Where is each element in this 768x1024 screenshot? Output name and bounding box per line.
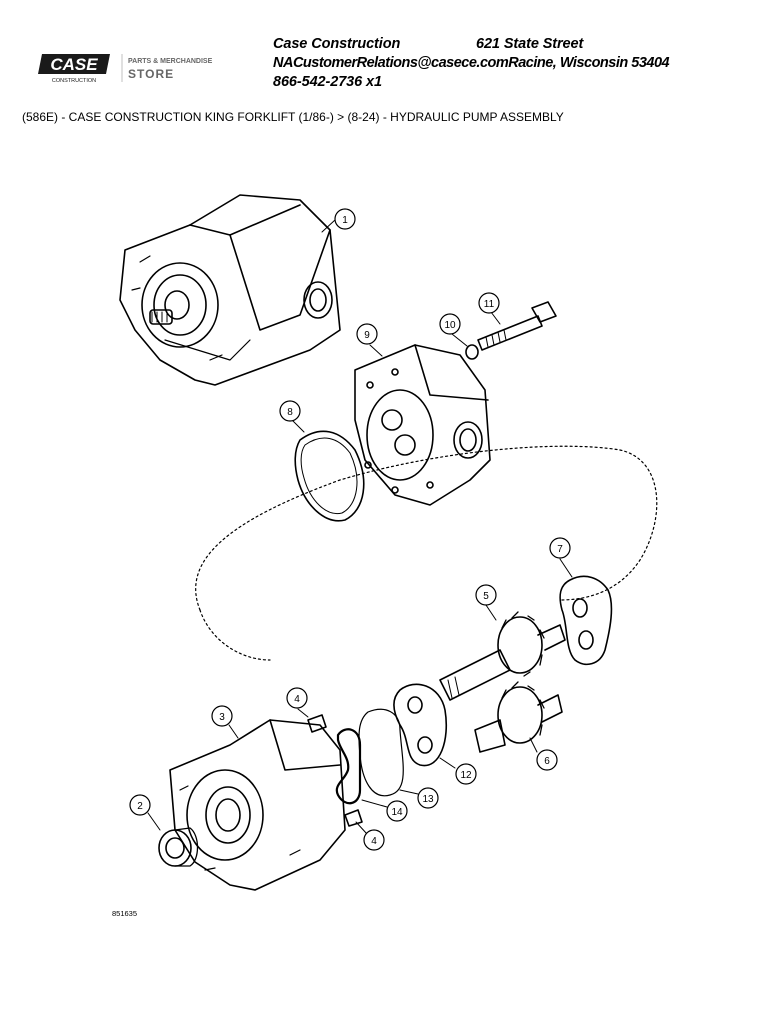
callout-5: 5 <box>475 584 497 606</box>
svg-text:CASE: CASE <box>50 55 98 74</box>
washer-part-10 <box>465 344 479 360</box>
svg-text:4: 4 <box>294 694 300 705</box>
svg-text:6: 6 <box>544 756 550 767</box>
email-city: NACustomerRelations@casece.comRacine, Wi… <box>273 55 670 71</box>
svg-text:9: 9 <box>364 330 370 341</box>
callout-10: 10 <box>439 313 461 335</box>
svg-text:CONSTRUCTION: CONSTRUCTION <box>52 78 96 84</box>
svg-text:11: 11 <box>484 299 495 310</box>
seal-ring-part-8 <box>294 430 365 522</box>
svg-text:2: 2 <box>137 801 143 812</box>
street-address: 621 State Street <box>476 36 584 52</box>
gasket-part-13 <box>358 708 404 797</box>
callout-14: 14 <box>386 800 408 822</box>
store-line1: PARTS & MERCHANDISE <box>128 58 213 65</box>
svg-text:3: 3 <box>219 712 225 723</box>
dowel-pin-part-4-lower <box>344 809 363 827</box>
svg-text:13: 13 <box>422 794 434 805</box>
company-name: Case Construction <box>273 36 401 52</box>
driven-gear-part-6 <box>474 681 563 753</box>
callout-8: 8 <box>279 400 301 422</box>
svg-text:14: 14 <box>391 807 403 818</box>
drive-gear-part-5 <box>439 611 566 701</box>
case-store-logo: CASE CONSTRUCTION PARTS & MERCHANDISE ST… <box>38 54 213 84</box>
svg-text:5: 5 <box>483 591 489 602</box>
phone-number: 866-542-2736 x1 <box>273 74 382 90</box>
bolt-part-11 <box>477 301 557 351</box>
figure-number: 851635 <box>112 909 138 918</box>
callout-13: 13 <box>417 787 439 809</box>
pump-housing-part-1 <box>119 194 341 386</box>
assembly-loop <box>195 445 658 611</box>
leader-lines <box>147 219 573 835</box>
seal-part-14 <box>335 728 362 805</box>
svg-text:1: 1 <box>342 215 348 226</box>
dowel-pin-part-4-upper <box>307 714 327 733</box>
svg-text:12: 12 <box>460 770 472 781</box>
svg-text:8: 8 <box>287 407 293 418</box>
case-logo-icon: CASE CONSTRUCTION <box>38 54 110 84</box>
pump-housing-part-3 <box>169 719 346 891</box>
svg-text:10: 10 <box>444 320 456 331</box>
store-line2: STORE <box>128 67 174 81</box>
callout-11: 11 <box>478 292 500 314</box>
callout-4-upper: 4 <box>286 687 308 709</box>
svg-text:4: 4 <box>371 836 377 847</box>
svg-text:7: 7 <box>557 544 563 555</box>
callout-4-lower: 4 <box>363 829 385 851</box>
hydraulic-pump-diagram: 1 2 3 4 4 5 6 7 8 9 10 11 12 13 14 <box>119 194 658 891</box>
thrust-plate-part-7 <box>559 575 613 666</box>
callout-7: 7 <box>549 537 571 559</box>
callout-2: 2 <box>129 794 151 816</box>
callout-12: 12 <box>455 763 477 785</box>
shaft-seal-part-2 <box>158 827 199 867</box>
callout-6: 6 <box>536 749 558 771</box>
pump-cover-part-9 <box>354 344 491 506</box>
callout-1: 1 <box>334 208 356 230</box>
breadcrumb: (586E) - CASE CONSTRUCTION KING FORKLIFT… <box>22 110 564 124</box>
callout-3: 3 <box>211 705 233 727</box>
callout-9: 9 <box>356 323 378 345</box>
